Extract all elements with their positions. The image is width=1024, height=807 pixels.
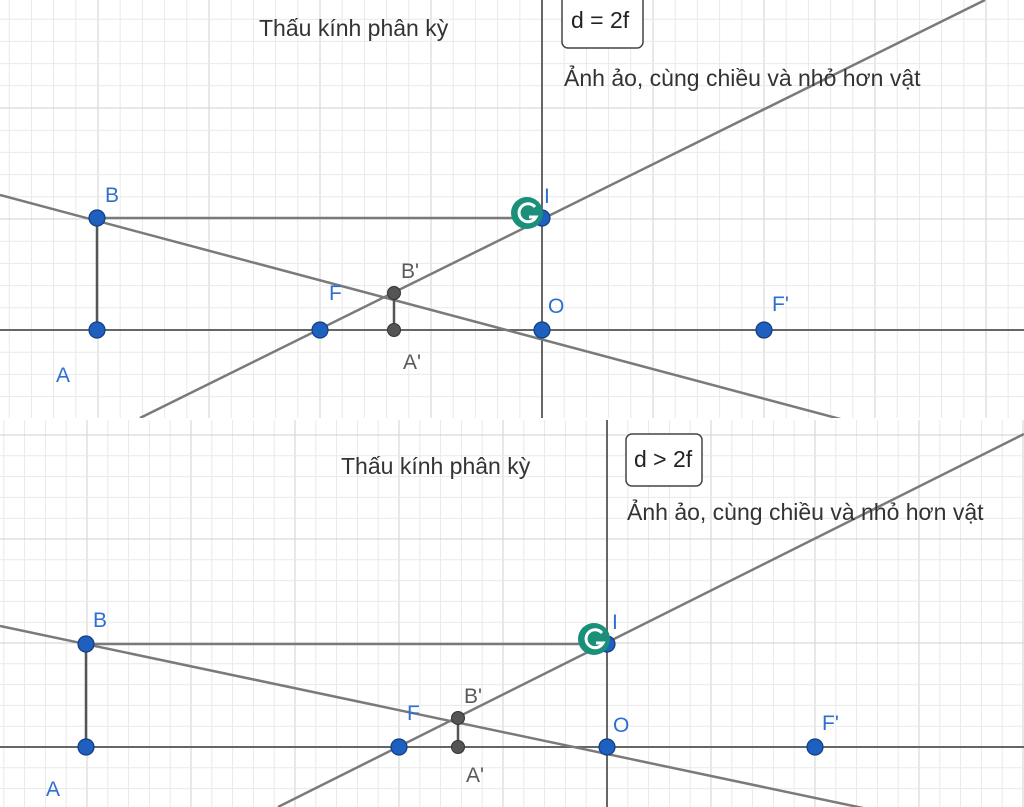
point-A[interactable] [88,321,106,339]
condition-box [561,0,644,49]
diagram-canvas-top[interactable]: B A I F B' A' O F' Thấu kính phân kỳ d =… [0,0,1024,418]
point-B-prime[interactable] [451,711,465,725]
label-O: O [548,295,564,318]
point-F[interactable] [390,738,408,756]
ray-refracted-extension [277,432,1024,807]
condition-text: d = 2f [571,7,630,33]
point-O[interactable] [598,738,616,756]
condition-text: d > 2f [634,446,693,472]
label-B-prime: B' [464,685,482,708]
label-A-prime: A' [403,351,421,374]
label-F-prime: F' [822,712,839,735]
label-F: F [329,282,342,305]
point-F[interactable] [311,321,329,339]
lens-title: Thấu kính phân kỳ [259,15,449,41]
condition-box [625,433,703,487]
point-A-prime[interactable] [387,323,401,337]
result-text: Ảnh ảo, cùng chiều và nhỏ hơn vật [627,497,984,525]
label-O: O [613,714,629,737]
diagram-panel-bottom: B A I F B' A' O F' Thấu kính phân kỳ d >… [0,420,1024,807]
point-F-prime[interactable] [755,321,773,339]
label-F-prime: F' [772,293,789,316]
point-B[interactable] [77,635,95,653]
lens-title: Thấu kính phân kỳ [341,453,531,479]
point-O[interactable] [533,321,551,339]
ray-through-optical-center [0,624,865,807]
point-A[interactable] [77,738,95,756]
label-B: B [105,184,119,207]
ray-through-optical-center [0,193,842,418]
ray-refracted-extension [139,0,986,418]
rotate-tool-icon[interactable] [511,197,543,229]
diagram-canvas-bottom[interactable]: B A I F B' A' O F' Thấu kính phân kỳ d >… [0,420,1024,807]
rotate-tool-icon[interactable] [578,623,610,655]
panel-divider [0,418,1024,420]
label-F: F [407,702,420,725]
label-I: I [544,185,550,208]
point-B-prime[interactable] [387,286,401,300]
diagram-panel-top: B A I F B' A' O F' Thấu kính phân kỳ d =… [0,0,1024,418]
point-B[interactable] [88,209,106,227]
label-A: A [56,364,70,387]
label-A-prime: A' [466,764,484,787]
label-B-prime: B' [401,260,419,283]
label-I: I [612,611,618,634]
point-F-prime[interactable] [806,738,824,756]
label-B: B [93,609,107,632]
result-text: Ảnh ảo, cùng chiều và nhỏ hơn vật [564,63,921,91]
label-A: A [46,778,60,801]
point-A-prime[interactable] [451,740,465,754]
